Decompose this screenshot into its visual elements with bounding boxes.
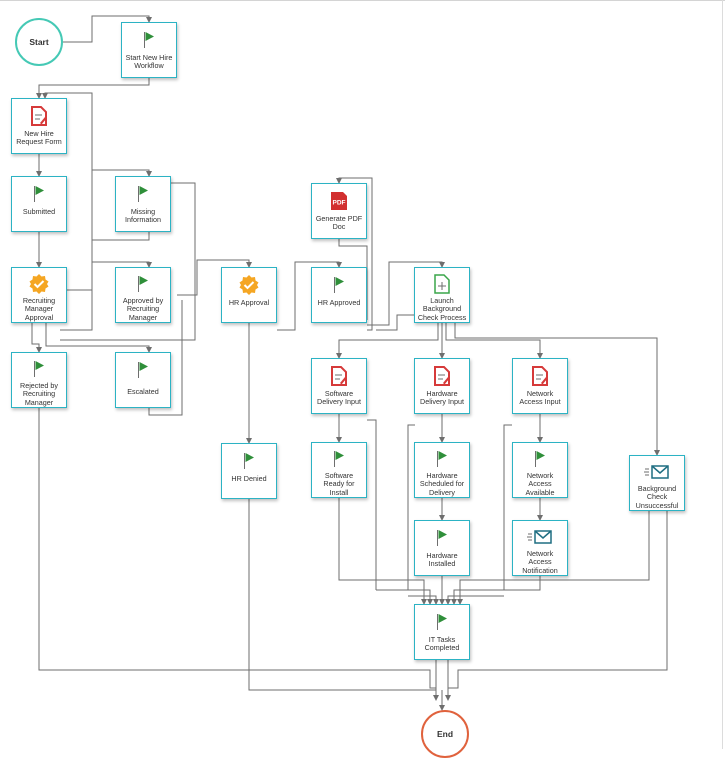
flag-icon [436,526,448,550]
end-node[interactable]: End [421,710,469,758]
node-label: Missing Information [125,207,161,225]
node-label: Background Check Unsuccessful [635,483,679,510]
scrollbar-edge [722,0,723,749]
flag-icon [534,448,546,470]
node-it-completed[interactable]: IT Tasks Completed [414,604,470,660]
node-bg-unsuccessful[interactable]: Background Check Unsuccessful [629,455,685,511]
node-label: Hardware Delivery Input [420,389,464,407]
node-hr-approval[interactable]: HR Approval [221,267,277,323]
form-icon [31,104,47,128]
node-hr-approved[interactable]: HR Approved [311,267,367,323]
node-missing-info[interactable]: Missing Information [115,176,171,232]
form-icon [532,364,548,388]
node-new-hire-form[interactable]: New Hire Request Form [11,98,67,154]
node-label: Network Access Available [525,470,555,497]
node-hw-delivery-input[interactable]: Hardware Delivery Input [414,358,470,414]
node-label: Recruiting Manager Approval [22,296,56,322]
top-border [0,0,725,1]
node-label: Submitted [22,207,56,216]
node-label: Hardware Installed [426,551,458,569]
node-label: Launch Background Check Process [417,295,467,322]
flag-icon [436,610,448,634]
node-label: Network Access Notification [522,548,558,575]
mail-icon [527,526,553,548]
pdf-icon: PDF [329,189,349,213]
flag-icon [33,182,45,206]
flag-icon [243,449,255,473]
form-icon [434,364,450,388]
node-net-access-input[interactable]: Network Access Input [512,358,568,414]
end-label: End [436,729,454,739]
node-submitted[interactable]: Submitted [11,176,67,232]
node-label: IT Tasks Completed [424,635,460,653]
node-label: Network Access Input [519,389,561,407]
mail-icon [644,461,670,483]
node-label: Generate PDF Doc [315,214,363,232]
approval-badge-icon [28,273,50,295]
node-launch-bg-check[interactable]: Launch Background Check Process [414,267,470,323]
node-label: Escalated [127,387,159,396]
node-label: Software Ready for Install [323,470,355,497]
node-label: HR Approved [317,298,361,307]
flag-icon [137,358,149,382]
pdf-icon-text: PDF [333,200,346,207]
flag-icon [333,448,345,470]
node-rm-approval[interactable]: Recruiting Manager Approval [11,267,67,323]
node-rejected-by-rm[interactable]: Rejected by Recruiting Manager [11,352,67,408]
node-start-new-hire[interactable]: Start New Hire Workflow [121,22,177,78]
flag-icon [137,273,149,295]
node-sw-delivery-input[interactable]: Software Delivery Input [311,358,367,414]
document-add-icon [434,273,450,295]
form-icon [331,364,347,388]
node-escalated[interactable]: Escalated [115,352,171,408]
node-label: Software Delivery Input [317,389,361,407]
node-label: Hardware Scheduled for Delivery [419,470,465,497]
approval-badge-icon [238,273,260,297]
node-label: HR Approval [228,298,270,307]
node-hr-denied[interactable]: HR Denied [221,443,277,499]
node-label: Start New Hire Workflow [125,53,173,71]
node-net-available[interactable]: Network Access Available [512,442,568,498]
node-approved-by-rm[interactable]: Approved by Recruiting Manager [115,267,171,323]
node-sw-ready[interactable]: Software Ready for Install [311,442,367,498]
flag-icon [137,182,149,206]
flag-icon [333,273,345,297]
flag-icon [143,28,155,52]
node-label: HR Denied [231,474,267,483]
node-generate-pdf[interactable]: PDF Generate PDF Doc [311,183,367,239]
node-label: Rejected by Recruiting Manager [20,380,58,407]
node-hw-installed[interactable]: Hardware Installed [414,520,470,576]
node-hw-scheduled[interactable]: Hardware Scheduled for Delivery [414,442,470,498]
start-node[interactable]: Start [15,18,63,66]
node-label: Approved by Recruiting Manager [122,295,164,322]
flag-icon [33,358,45,380]
node-label: New Hire Request Form [16,129,62,147]
flag-icon [436,448,448,470]
start-label: Start [29,37,49,47]
node-net-notification[interactable]: Network Access Notification [512,520,568,576]
